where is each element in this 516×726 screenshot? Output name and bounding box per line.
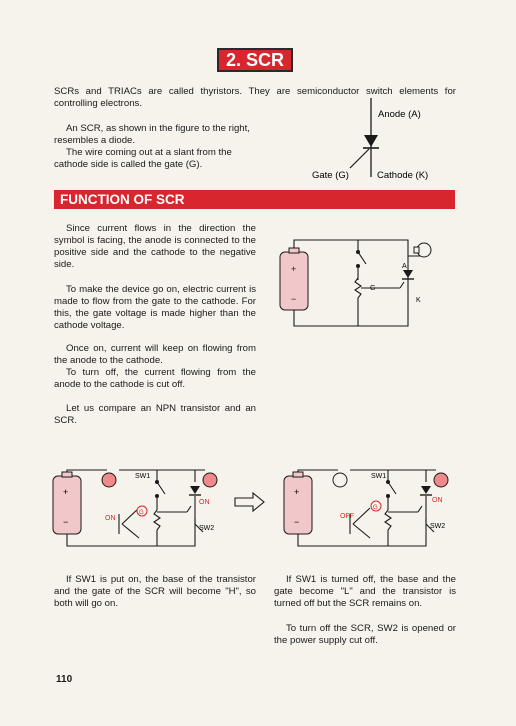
sw2-label-left: SW2 [199, 525, 214, 532]
scr-circuit-diagram: + − A G K [279, 239, 432, 327]
cathode-label: Cathode (K) [377, 170, 428, 181]
scr-on-label-left: ON [199, 499, 210, 506]
transistor-on-label-left: ON [105, 515, 116, 522]
gate-marker-right: G [373, 505, 378, 511]
sw1-label-left: SW1 [135, 473, 150, 480]
function-paragraph-4: To turn off, the current flowing from th… [54, 367, 256, 390]
gate-letter: G [370, 285, 375, 292]
function-paragraph-3: Once on, current will keep on flowing fr… [54, 343, 256, 366]
intro-paragraph-3: The wire coming out at a slant from the … [54, 147, 232, 170]
comparison-circuit-on: + − G SW1 ON ON SW2 [52, 469, 218, 547]
comparison-circuit-off: + − G SW1 ON OFF SW2 [283, 469, 449, 547]
anode-label: Anode (A) [378, 109, 421, 120]
gate-marker-left: G [139, 510, 144, 516]
scr-on-label-right: ON [432, 497, 443, 504]
page-number: 110 [56, 674, 73, 685]
transistor-off-label-right: OFF [340, 513, 354, 520]
right-arrow-icon [234, 492, 265, 512]
svg-text:−: − [294, 517, 299, 527]
svg-text:+: + [294, 487, 299, 497]
caption-left: If SW1 is put on, the base of the transi… [54, 574, 256, 609]
gate-label: Gate (G) [312, 170, 349, 181]
function-paragraph-5: Let us compare an NPN transistor and an … [54, 403, 256, 426]
svg-text:+: + [291, 264, 296, 274]
scr-symbol-diagram: Anode (A) Gate (G) Cathode (K) [312, 98, 428, 181]
sw2-label-right: SW2 [430, 523, 445, 530]
caption-right-2: To turn off the SCR, SW2 is opened or th… [274, 623, 456, 646]
function-paragraph-1: Since current flows in the direction the… [54, 223, 256, 270]
caption-right-1: If SW1 is turned off, the base and the g… [274, 574, 456, 609]
intro-paragraph-1: SCRs and TRIACs are called thyristors. T… [54, 86, 456, 109]
svg-text:−: − [63, 517, 68, 527]
intro-paragraph-2: An SCR, as shown in the figure to the ri… [54, 123, 250, 146]
svg-text:+: + [63, 487, 68, 497]
cathode-letter: K [416, 297, 421, 304]
page-title: 2. SCR [217, 48, 293, 72]
function-paragraph-2: To make the device go on, electric curre… [54, 284, 256, 331]
sw1-label-right: SW1 [371, 473, 386, 480]
anode-letter: A [402, 263, 407, 270]
section-heading: FUNCTION OF SCR [54, 190, 455, 209]
svg-text:−: − [291, 294, 296, 304]
